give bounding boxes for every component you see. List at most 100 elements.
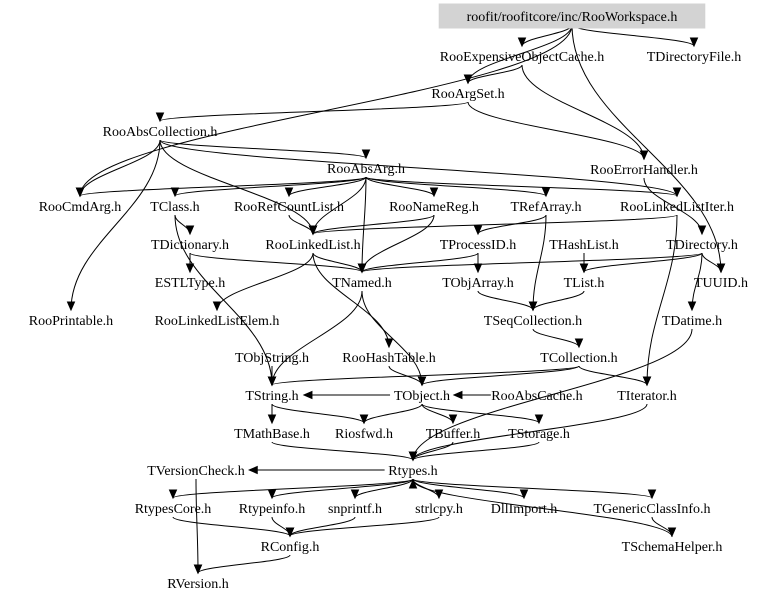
node-tdirectory-file[interactable]: TDirectoryFile.h <box>647 50 741 65</box>
edge-titerator-to-rtypes <box>412 403 648 461</box>
edge-roo-abs-arg-to-roo-linked-list-iter <box>365 176 678 197</box>
arrowhead-roo-abs-arg-to-roo-linked-list-iter <box>672 187 682 198</box>
edge-roo-abs-arg-to-roo-cmd-arg <box>79 176 367 197</box>
node-tdictionary[interactable]: TDictionary.h <box>151 238 229 253</box>
node-estltype[interactable]: ESTLType.h <box>155 276 225 291</box>
arrowhead-tstorage-to-rtypes <box>408 451 418 462</box>
node-roo-abs-cache[interactable]: RooAbsCache.h <box>491 389 582 404</box>
node-roo-ref-count-list[interactable]: RooRefCountList.h <box>234 200 344 215</box>
node-tversion-check[interactable]: TVersionCheck.h <box>147 464 245 479</box>
node-tcollection[interactable]: TCollection.h <box>540 351 617 366</box>
node-rconfig[interactable]: RConfig.h <box>261 540 320 555</box>
node-tobj-array[interactable]: TObjArray.h <box>442 276 514 291</box>
edge-tdirectory-to-tlist <box>583 252 703 273</box>
edge-tcollection-to-titerator <box>578 365 648 386</box>
edge-roo-abs-arg-to-tnamed <box>361 176 367 273</box>
node-roo-abs-arg[interactable]: RooAbsArg.h <box>327 162 405 177</box>
node-tref-array[interactable]: TRefArray.h <box>510 200 581 215</box>
arrowhead-tobj-string-to-tstring <box>267 376 277 387</box>
arrowhead-roo-linked-list-to-roo-hash-table <box>384 338 394 349</box>
node-rversion[interactable]: RVersion.h <box>167 577 229 592</box>
node-rtypes-core[interactable]: RtypesCore.h <box>135 502 212 517</box>
edge-rtypes-to-tgeneric-class-info <box>412 478 653 499</box>
arrowhead-tobject-to-tstring <box>302 390 313 400</box>
arrowhead-tobject-to-riosfwd <box>359 414 369 425</box>
arrowhead-rtypes-to-rtypeinfo <box>267 489 277 500</box>
arrowhead-tref-array-to-tprocess-id <box>473 225 483 236</box>
node-tprocess-id[interactable]: TProcessID.h <box>440 238 517 253</box>
node-strlcpy[interactable]: strlcpy.h <box>415 502 463 517</box>
node-tobject[interactable]: TObject.h <box>394 389 450 404</box>
arrowhead-rtypes-to-tversion-check <box>248 465 258 475</box>
edge-tlist-to-tseq-collection <box>532 290 585 311</box>
arrowhead-roo-workspace-to-roo-expensive-object-cache <box>517 37 527 48</box>
node-tdatime[interactable]: TDatime.h <box>662 314 722 329</box>
arrowhead-roo-abs-cache-to-tobject <box>452 390 463 400</box>
edge-roo-abs-collection-to-roo-linked-list <box>159 139 314 235</box>
root-node-box[interactable] <box>438 3 706 29</box>
node-tbuffer[interactable]: TBuffer.h <box>426 427 481 442</box>
arrowhead-tlist-to-tseq-collection <box>528 301 538 312</box>
edge-roo-abs-collection-to-roo-linked-list-iter <box>159 139 678 197</box>
node-tlist[interactable]: TList.h <box>564 276 605 291</box>
node-snprintf[interactable]: snprintf.h <box>328 502 382 517</box>
node-roo-cmd-arg[interactable]: RooCmdArg.h <box>39 200 122 215</box>
arrowhead-roo-abs-arg-to-tref-array <box>541 187 551 198</box>
node-rtypes[interactable]: Rtypes.h <box>388 464 437 479</box>
arrowhead-roo-workspace-to-tdirectory-file <box>689 37 699 48</box>
node-tseq-collection[interactable]: TSeqCollection.h <box>484 314 582 329</box>
node-tnamed[interactable]: TNamed.h <box>332 276 391 291</box>
node-roo-expensive-object-cache[interactable]: RooExpensiveObjectCache.h <box>440 50 604 65</box>
node-roo-name-reg[interactable]: RooNameReg.h <box>389 200 479 215</box>
node-rtypeinfo[interactable]: Rtypeinfo.h <box>239 502 306 517</box>
edge-roo-arg-set-to-roo-abs-collection <box>159 101 469 122</box>
node-roo-linked-list[interactable]: RooLinkedList.h <box>265 238 360 253</box>
edge-rtypes-to-rtypeinfo <box>271 478 414 499</box>
edge-tmath-base-to-rtypes <box>271 441 414 461</box>
node-dll-import[interactable]: DllImport.h <box>491 502 558 517</box>
node-roo-linked-list-elem[interactable]: RooLinkedListElem.h <box>155 314 280 329</box>
node-roo-hash-table[interactable]: RooHashTable.h <box>342 351 436 366</box>
arrowhead-roo-linked-list-to-roo-linked-list-elem <box>212 301 222 312</box>
edge-roo-abs-arg-to-roo-ref-count-list <box>288 176 367 197</box>
edge-roo-linked-list-to-roo-hash-table <box>312 252 390 348</box>
edge-roo-linked-list-iter-to-titerator <box>646 214 678 386</box>
root-node-label[interactable]: roofit/roofitcore/inc/RooWorkspace.h <box>467 10 678 25</box>
edge-tref-array-to-tprocess-id <box>477 214 547 235</box>
node-tdirectory[interactable]: TDirectory.h <box>666 238 738 253</box>
node-roo-error-handler[interactable]: RooErrorHandler.h <box>590 163 698 178</box>
edge-tobject-to-tstorage <box>421 403 540 424</box>
node-tuuid[interactable]: TUUID.h <box>694 276 748 291</box>
arrowhead-roo-hash-table-to-tobject <box>417 376 427 387</box>
edge-tprocess-id-to-tnamed <box>361 252 479 273</box>
arrowhead-tclass-to-tdictionary <box>185 225 195 236</box>
node-tobj-string[interactable]: TObjString.h <box>235 351 309 366</box>
edge-rtypes-to-rtypes-core <box>172 478 414 499</box>
edge-roo-name-reg-to-tnamed <box>361 214 435 273</box>
arrowhead-rtypes-to-snprintf <box>350 489 360 500</box>
node-tstring[interactable]: TString.h <box>245 389 298 404</box>
node-riosfwd[interactable]: Riosfwd.h <box>335 427 393 442</box>
edge-snprintf-to-rconfig <box>289 516 356 537</box>
arrowhead-tgeneric-class-info-to-tschema-helper <box>667 527 677 538</box>
arrowhead-roo-abs-arg-to-roo-ref-count-list <box>284 187 294 198</box>
node-roo-linked-list-iter[interactable]: RooLinkedListIter.h <box>620 200 734 215</box>
edge-roo-workspace-to-roo-cmd-arg <box>79 24 573 197</box>
node-titerator[interactable]: TIterator.h <box>617 389 676 404</box>
node-tstorage[interactable]: TStorage.h <box>508 427 570 442</box>
arrowhead-tdirectory-to-tnamed <box>357 263 367 274</box>
node-tgeneric-class-info[interactable]: TGenericClassInfo.h <box>593 502 710 517</box>
edge-tversion-check-to-rversion <box>195 478 199 574</box>
node-roo-printable[interactable]: RooPrintable.h <box>29 314 113 329</box>
arrowhead-tversion-check-to-rversion <box>193 564 203 575</box>
node-roo-arg-set[interactable]: RooArgSet.h <box>431 87 504 102</box>
node-tschema-helper[interactable]: TSchemaHelper.h <box>622 540 723 555</box>
arrowhead-rtypes-to-dll-import <box>519 489 529 500</box>
node-tmath-base[interactable]: TMathBase.h <box>234 427 310 442</box>
node-tclass[interactable]: TClass.h <box>150 200 199 215</box>
edge-rtypes-core-to-rconfig <box>172 516 291 537</box>
node-roo-abs-collection[interactable]: RooAbsCollection.h <box>103 125 218 140</box>
arrowhead-strlcpy-to-rconfig <box>285 527 295 538</box>
edge-roo-abs-collection-to-roo-abs-arg <box>159 139 367 159</box>
node-thash-list[interactable]: THashList.h <box>549 238 619 253</box>
